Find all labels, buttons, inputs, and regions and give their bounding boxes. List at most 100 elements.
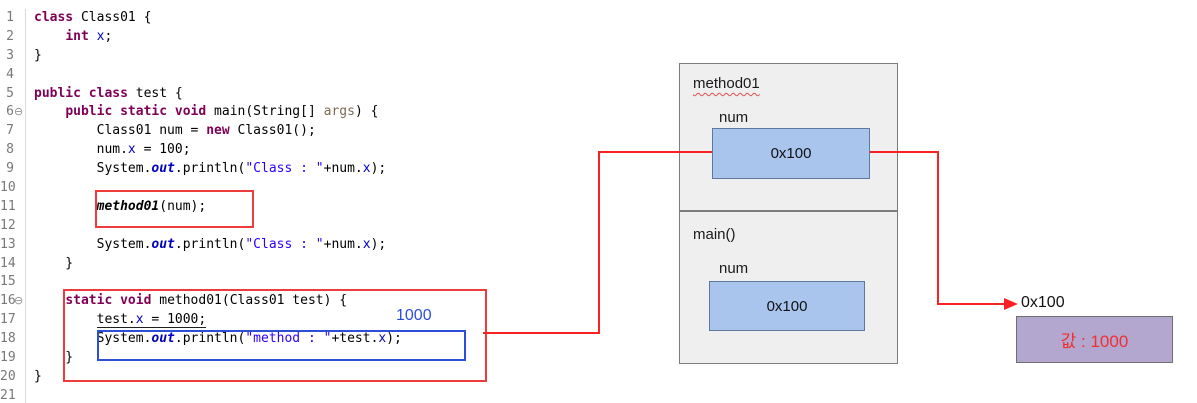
line-number: 18 (0, 331, 16, 347)
line-number: 10 (0, 180, 16, 196)
code-line[interactable]: 16⊖ static void method01(Class01 test) { (0, 292, 560, 312)
line-number: 1 (6, 10, 14, 25)
code-line[interactable]: 18 System.out.println("method : "+test.x… (0, 330, 560, 350)
frame-label-method01: method01 (693, 75, 760, 92)
code-text: method01(num); (96, 198, 207, 214)
line-number-gutter: 10 (0, 179, 26, 198)
fold-collapse-icon[interactable]: ⊖ (14, 294, 24, 308)
code-line[interactable]: 19 } (0, 349, 560, 368)
code-text: int x; (65, 28, 113, 44)
fold-collapse-icon[interactable]: ⊖ (14, 105, 24, 119)
var-label-num-method01: num (719, 109, 749, 126)
code-text: } (34, 47, 42, 63)
line-number: 4 (6, 66, 14, 82)
code-line[interactable]: 15 (0, 273, 560, 293)
line-number: 9 (6, 161, 14, 177)
line-number-gutter: 9 (0, 160, 26, 180)
line-number-gutter: 18 (0, 330, 26, 350)
code-line[interactable]: 17 test.x = 1000; (0, 311, 560, 331)
code-text: System.out.println("method : "+test.x); (34, 331, 402, 347)
code-line[interactable]: 11 method01(num); (0, 197, 560, 217)
slot-value: 0x100 (770, 145, 812, 162)
line-number-gutter: 11 (0, 197, 26, 217)
arrowhead-icon (1004, 298, 1018, 310)
code-text: test.x = 1000; (96, 312, 207, 329)
line-number-gutter: 1 (0, 9, 26, 28)
code-line[interactable]: 12 (0, 216, 560, 236)
println-highlight-box (97, 330, 466, 361)
code-line[interactable]: 10 (0, 179, 560, 198)
line-number: 11 (0, 198, 16, 214)
line-number-gutter: 15 (0, 273, 26, 293)
code-text: } (34, 255, 74, 271)
line-number: 21 (0, 387, 16, 403)
line-number-gutter: 14 (0, 254, 26, 274)
code-text: System.out.println("Class : "+num.x); (34, 161, 387, 177)
line-number: 20 (0, 368, 16, 384)
line-number-gutter: 12 (0, 216, 26, 236)
line-number-gutter: 19 (0, 349, 26, 368)
method-call-highlight-box (95, 190, 254, 228)
code-text: } (34, 368, 42, 384)
code-line[interactable]: 8 num.x = 100; (0, 141, 560, 161)
code-text: Class01 num = new Class01(); (34, 123, 316, 139)
frame-label-main: main() (693, 226, 736, 243)
code-text: public static void main(String[] args) { (65, 104, 379, 120)
code-line[interactable]: 6⊖ public static void main(String[] args… (0, 103, 560, 123)
line-number: 14 (0, 255, 16, 271)
code-line[interactable]: 2 int x; (0, 27, 560, 47)
line-number-gutter: 17 (0, 311, 26, 331)
code-text: System.out.println("Class : "+num.x); (34, 236, 387, 252)
method01-highlight-box (63, 289, 487, 382)
line-number: 5 (6, 85, 14, 101)
line-number-gutter: 16⊖ (0, 292, 26, 312)
stack-slot-main-num: 0x100 (709, 281, 865, 331)
code-line[interactable]: 9 System.out.println("Class : "+num.x); (0, 160, 560, 180)
code-line[interactable]: 14 } (0, 254, 560, 274)
line-number: 17 (0, 312, 16, 328)
heap-object-box: 값 : 1000 (1016, 316, 1173, 363)
line-number: 16 (0, 293, 16, 309)
code-text: } (34, 350, 74, 366)
heap-object-value: 값 : 1000 (1060, 332, 1129, 351)
code-line[interactable]: 5 public class test { (0, 84, 560, 104)
code-text: public class test { (34, 85, 183, 101)
code-line[interactable]: 1 class Class01 { (0, 9, 560, 28)
code-text (26, 179, 34, 198)
line-number: 13 (0, 236, 16, 252)
line-number-gutter: 5 (0, 84, 26, 104)
line-number-gutter: 20 (0, 367, 26, 387)
code-line[interactable]: 13 System.out.println("Class : "+num.x); (0, 235, 560, 255)
line-number-gutter: 2 (0, 27, 26, 47)
slot-value: 0x100 (766, 297, 808, 315)
heap-address-label: 0x100 (1021, 294, 1065, 311)
code-line[interactable]: 21 (0, 386, 560, 403)
line-number: 8 (6, 142, 14, 158)
stack-slot-method01-num: 0x100 (712, 128, 870, 179)
code-line[interactable]: 3} (0, 46, 560, 66)
code-text (26, 217, 34, 236)
line-number: 6 (6, 104, 14, 120)
code-text (26, 387, 34, 403)
code-text: class Class01 { (34, 10, 152, 25)
code-line[interactable]: 4 (0, 65, 560, 85)
line-number: 12 (0, 217, 16, 233)
line-number-gutter: 7 (0, 122, 26, 142)
stack-frame-divider (680, 210, 897, 212)
line-number: 15 (0, 274, 16, 290)
code-line[interactable]: 20} (0, 367, 560, 387)
code-text: static void method01(Class01 test) { (65, 293, 348, 309)
line-number-gutter: 8 (0, 141, 26, 161)
line-number-gutter: 4 (0, 65, 26, 85)
code-line[interactable]: 7 Class01 num = new Class01(); (0, 122, 560, 142)
line-number-gutter: 21 (0, 386, 26, 403)
var-label-num-main: num (719, 260, 749, 277)
code-text (26, 273, 34, 292)
line-number-gutter: 13 (0, 235, 26, 255)
line-number-gutter: 6⊖ (0, 103, 26, 123)
line-number: 3 (6, 47, 14, 63)
code-text (26, 66, 34, 85)
code-text: num.x = 100; (34, 142, 191, 158)
